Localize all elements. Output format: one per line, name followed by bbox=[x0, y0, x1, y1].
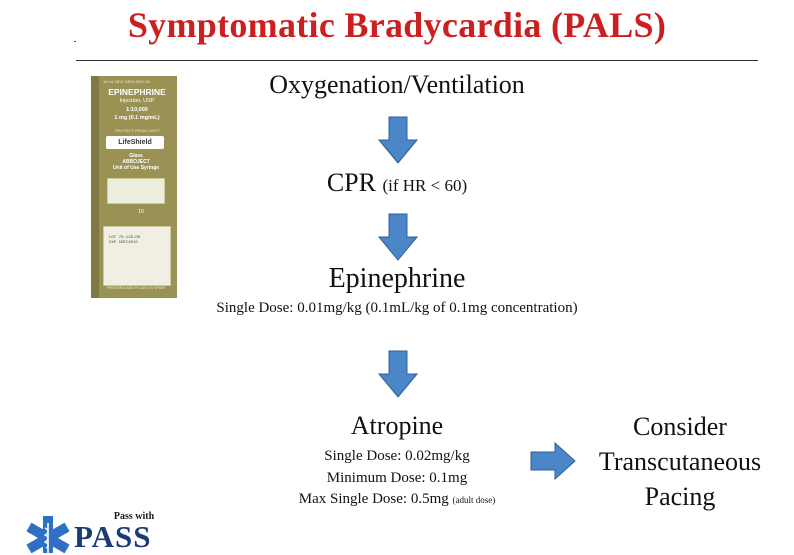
atropine-max-dose: Max Single Dose: 0.5mg (adult dose) bbox=[270, 491, 524, 508]
step-oxygenation: Oxygenation/Ventilation bbox=[269, 70, 525, 99]
box-subtitle: Injection, USP bbox=[119, 98, 155, 104]
box-lifeshield-logo: LifeShield bbox=[106, 136, 164, 149]
step-cpr: CPR (if HR < 60) bbox=[240, 168, 554, 198]
down-arrow-icon bbox=[378, 116, 418, 164]
consider-pacing: Consider Transcutaneous Pacing bbox=[580, 409, 780, 514]
epinephrine-box-image: 10 mL NDC 0409-4921-34 EPINEPHRINE Injec… bbox=[91, 76, 177, 298]
page-title: Symptomatic Bradycardia (PALS) bbox=[127, 5, 667, 45]
box-exp-date: EXP 1DEC2015 bbox=[109, 241, 138, 245]
box-glass-line3: Unit of Use Syringe bbox=[112, 165, 160, 171]
box-bottom-text: PRESSED AND FILLED IN SPAIN bbox=[107, 286, 165, 290]
atropine-minimum-dose: Minimum Dose: 0.1mg bbox=[326, 470, 468, 486]
box-count: 10 bbox=[138, 209, 144, 215]
box-lot-text: LOT 70-126-DK EXP 1DEC2015 bbox=[109, 236, 165, 246]
box-glass-line2: ABBOJECT bbox=[122, 159, 150, 165]
box-top-text: 10 mL NDC 0409-4921-34 bbox=[103, 79, 150, 84]
box-lot-panel bbox=[103, 226, 171, 286]
right-arrow-icon bbox=[530, 442, 576, 480]
box-info-panel bbox=[107, 178, 165, 204]
pacing-line2: Transcutaneous bbox=[598, 447, 762, 476]
step-epinephrine: Epinephrine bbox=[328, 263, 466, 294]
pacing-line1: Consider bbox=[633, 412, 727, 441]
pacing-line3: Pacing bbox=[644, 482, 716, 511]
box-glass-line1: Glass bbox=[129, 153, 143, 159]
star-of-life-icon bbox=[26, 516, 70, 553]
atropine-max-dose-label: Max Single Dose: 0.5mg bbox=[298, 491, 449, 507]
box-brand: EPINEPHRINE bbox=[108, 87, 166, 97]
epinephrine-dose: Single Dose: 0.01mg/kg (0.1mL/kg of 0.1m… bbox=[216, 300, 578, 316]
box-protect-text: PROTECT FROM LIGHT bbox=[114, 128, 160, 133]
step-cpr-label: CPR bbox=[326, 168, 376, 197]
atropine-single-dose: Single Dose: 0.02mg/kg bbox=[324, 448, 470, 464]
logo-wordmark: PASS bbox=[74, 519, 152, 554]
box-concentration: 1:10,000 bbox=[126, 107, 148, 113]
atropine-max-dose-note: (adult dose) bbox=[452, 495, 496, 505]
logo-tagline: Pass with bbox=[113, 511, 155, 522]
decorative-dot bbox=[74, 41, 76, 42]
step-cpr-note: (if HR < 60) bbox=[382, 176, 468, 195]
step-atropine: Atropine bbox=[350, 411, 444, 440]
down-arrow-icon bbox=[378, 213, 418, 261]
box-glass-text: Glass ABBOJECT Unit of Use Syringe bbox=[103, 153, 169, 171]
down-arrow-icon bbox=[378, 350, 418, 398]
box-dose: 1 mg (0.1 mg/mL) bbox=[114, 115, 160, 121]
box-lot-number: LOT 70-126-DK bbox=[109, 236, 141, 240]
title-divider bbox=[76, 60, 758, 61]
box-side-shade bbox=[91, 76, 99, 298]
